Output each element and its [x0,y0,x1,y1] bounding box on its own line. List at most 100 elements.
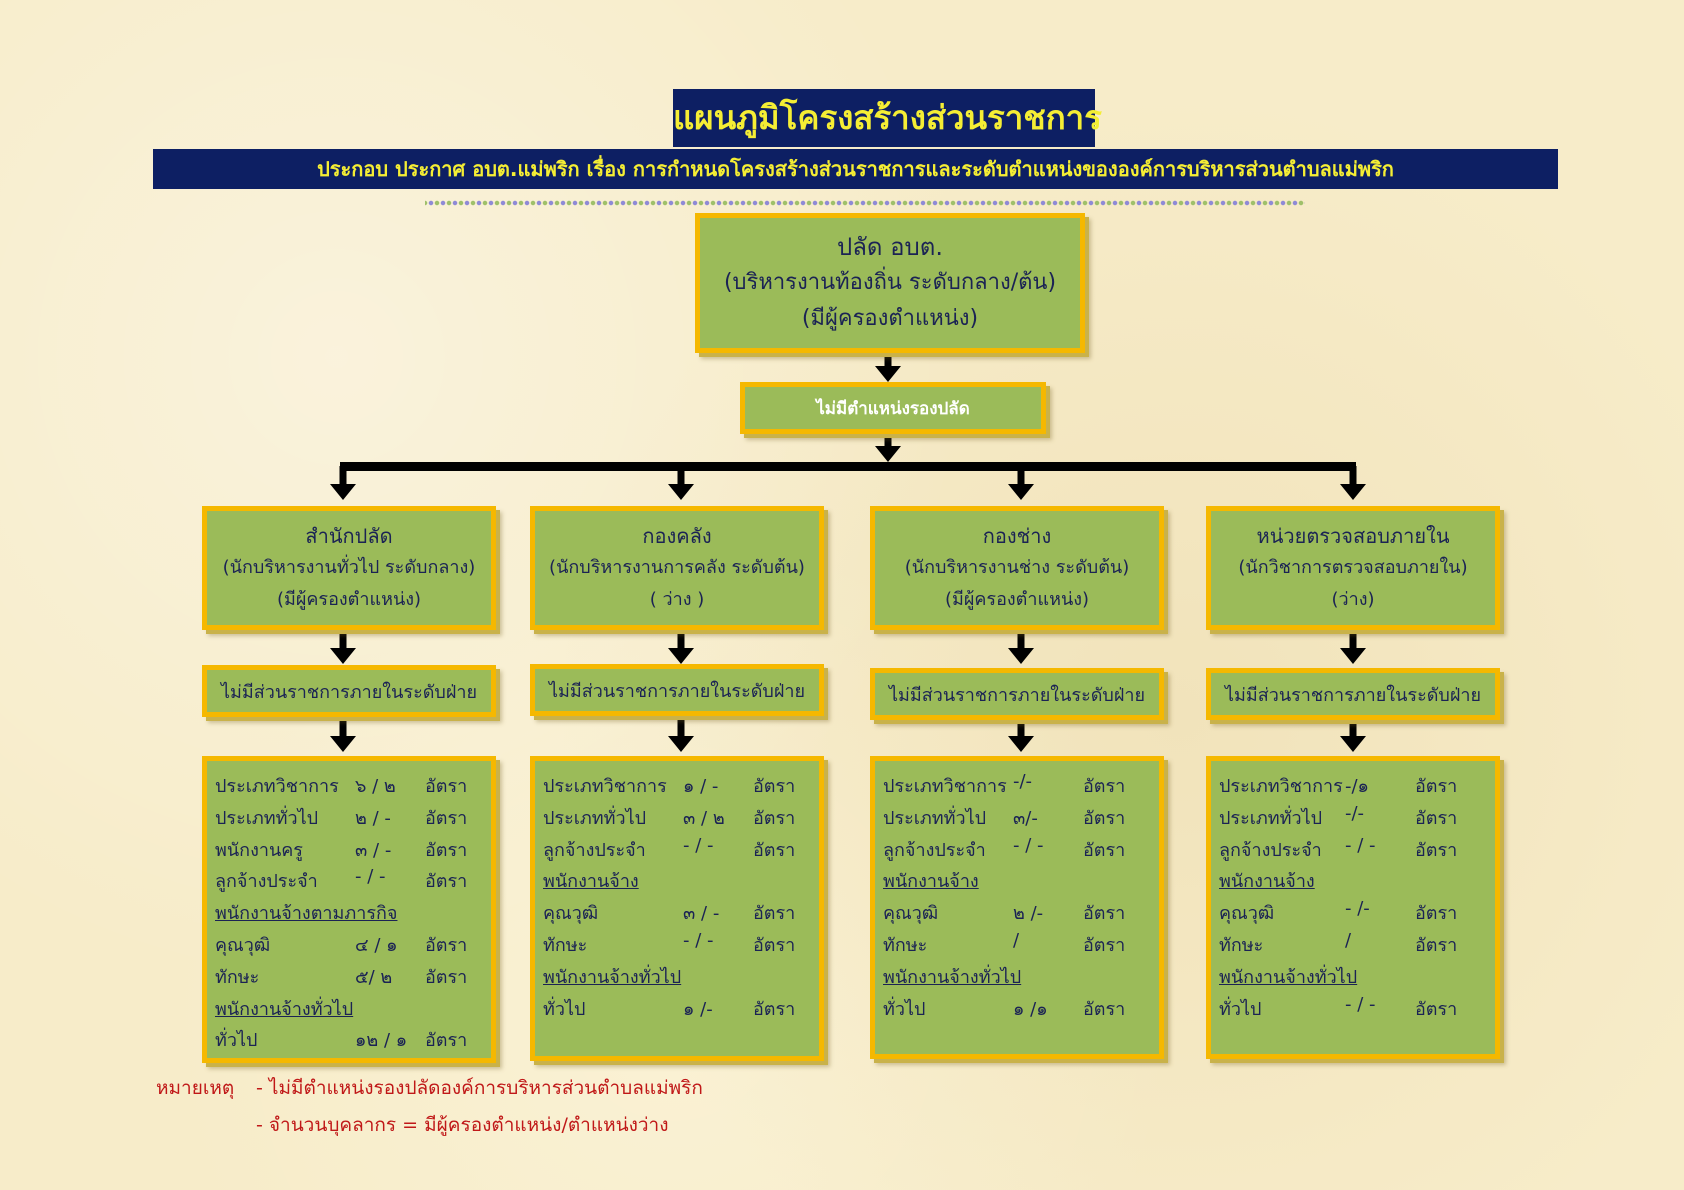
staff-label: ลูกจ้างประจำ [883,839,986,861]
staff-value: ๓/- [1013,807,1038,829]
staff-heading-label: พนักงานจ้างทั่วไป [543,966,682,988]
staff-label: ทั่วไป [1219,998,1262,1020]
staff-unit: อัตรา [1083,776,1126,797]
arrow-dept-to-subunit-head [1008,648,1034,664]
staff-unit: อัตรา [1083,839,1126,861]
arrow-branch-to-dept-head [668,484,694,500]
staff-row: ลูกจ้างประจำ- / -อัตรา [215,866,491,898]
arrow-subunit-to-staff-head [1008,736,1034,752]
staff-value: - / - [355,866,386,888]
department-status: (มีผู้ครองตำแหน่ง) [944,589,1090,610]
staff-value: ๑ /๑ [1013,998,1048,1020]
staff-label: ประเภทวิชาการ [883,776,1007,797]
staff-heading-label: พนักงานจ้าง [1219,871,1315,893]
staff-value: ๑๒ / ๑ [355,1030,408,1052]
staff-heading-label: พนักงานจ้างทั่วไป [883,966,1022,988]
staff-label: ประเภททั่วไป [1219,807,1323,829]
department-status: (ว่าง) [1331,589,1375,610]
department-position: (นักบริหารงานทั่วไป ระดับกลาง) [222,557,476,578]
arrow-subunit-to-staff-head [668,736,694,752]
staff-value: -/- [1013,771,1033,792]
staff-heading-label: พนักงานจ้างตามภารกิจ [215,903,398,925]
staff-unit: อัตรา [425,1030,468,1052]
staff-heading: พนักงานจ้างทั่วไป [1219,962,1495,994]
staff-value: ๕/ ๒ [355,966,393,988]
staff-row: ประเภททั่วไป๓ / ๒อัตรา [543,803,819,835]
staff-row: คุณวุฒิ๔ / ๑อัตรา [215,930,491,962]
staff-row: ประเภททั่วไป๓/-อัตรา [883,803,1159,835]
arrow-branch-to-dept-head [1340,484,1366,500]
staff-row: ลูกจ้างประจำ- / -อัตรา [1219,835,1495,867]
staff-label: พนักงานครู [215,839,303,861]
staff-unit: อัตรา [1415,903,1458,925]
staff-row: ทั่วไป๑ /๑อัตรา [883,994,1159,1026]
staff-row: ทักษะ - / - อัตรา [543,930,819,962]
staff-value: - / - [1345,993,1376,1015]
staff-heading: พนักงานจ้างทั่วไป [215,994,491,1026]
staff-row: พนักงานครู ๓ / - อัตรา [215,835,491,867]
staff-unit: อัตรา [1415,934,1458,956]
department-box: กองคลัง(นักบริหารงานการคลัง ระดับต้น)( ว… [530,506,824,630]
sub-unit-label: ไม่มีส่วนราชการภายในระดับฝ่าย [888,684,1146,706]
staff-value: - / - [683,834,714,856]
department-box: สำนักปลัด(นักบริหารงานทั่วไป ระดับกลาง)(… [202,506,496,630]
staff-value: -/๑ [1345,776,1369,797]
staff-unit: อัตรา [425,839,468,861]
staff-unit: อัตรา [425,934,468,956]
staff-label: คุณวุฒิ [883,903,939,925]
staff-label: คุณวุฒิ [543,903,599,925]
staff-value: - / - [1013,834,1044,856]
staff-heading-label: พนักงานจ้างทั่วไป [215,998,354,1020]
arrow-dept-to-subunit-head [330,648,356,664]
staff-row: คุณวุฒิ๓ / -อัตรา [543,898,819,930]
decorative-divider [425,199,1305,207]
staff-row: ทักษะ/อัตรา [883,930,1159,962]
note-line-1: - ไม่มีตำแหน่งรองปลัดองค์การบริหารส่วนตำ… [256,1077,703,1099]
arrow-subunit-to-staff-head [330,736,356,752]
staff-heading-label: พนักงานจ้าง [883,871,979,893]
staff-heading: พนักงานจ้าง [1219,866,1495,898]
staff-value: ๓ / - [355,839,392,861]
staff-label: ทั่วไป [543,998,586,1020]
staff-row: ประเภทวิชาการ๖ / ๒อัตรา [215,771,491,803]
staff-value: - / - [683,929,714,951]
staff-value: ๒ / - [355,807,391,829]
staff-box: ประเภทวิชาการ๑ / -อัตราประเภททั่วไป๓ / ๒… [530,756,824,1061]
staff-unit: อัตรา [753,934,796,956]
staff-unit: อัตรา [425,966,468,988]
staff-unit: อัตรา [1083,903,1126,925]
staff-value: / [1345,929,1352,951]
staff-heading: พนักงานจ้างทั่วไป [543,962,819,994]
staff-row: คุณวุฒิ ๒ /- อัตรา [883,898,1159,930]
page-subtitle: ประกอบ ประกาศ อบต.แม่พริก เรื่อง การกำหน… [153,149,1558,189]
staff-heading: พนักงานจ้างทั่วไป [883,962,1159,994]
staff-label: ทั่วไป [215,1030,258,1052]
staff-unit: อัตรา [1083,998,1126,1020]
department-name: หน่วยตรวจสอบภายใน [1256,524,1450,548]
staff-heading: พนักงานจ้าง [883,866,1159,898]
staff-row: ลูกจ้างประจำ- / -อัตรา [543,835,819,867]
staff-unit: อัตรา [753,839,796,861]
staff-value: ๑ /- [683,998,713,1020]
sub-unit-box: ไม่มีส่วนราชการภายในระดับฝ่าย [202,665,496,717]
staff-row: ประเภททั่วไป๒ / -อัตรา [215,803,491,835]
staff-unit: อัตรา [1415,807,1458,829]
staff-row: ประเภททั่วไป-/-อัตรา [1219,803,1495,835]
staff-label: ประเภทวิชาการ [543,776,667,797]
staff-label: ทักษะ [543,934,588,956]
arrow-dept-to-subunit-head [1340,648,1366,664]
staff-row: ทั่วไป ๑๒ / ๑ อัตรา [215,1025,491,1057]
department-position: (นักวิชาการตรวจสอบภายใน) [1238,557,1468,578]
staff-label: ประเภททั่วไป [215,807,319,829]
arrow-branch-to-dept-head [1008,484,1034,500]
department-name: กองคลัง [642,524,712,548]
staff-value: ๓ / - [683,903,720,925]
staff-box: ประเภทวิชาการ-/-อัตราประเภททั่วไป๓/-อัตร… [870,756,1164,1059]
staff-label: ประเภททั่วไป [883,807,987,829]
staff-row: ทักษะ/อัตรา [1219,930,1495,962]
department-box: หน่วยตรวจสอบภายใน (นักวิชาการตรวจสอบภายใน… [1206,506,1500,630]
sub-unit-label: ไม่มีส่วนราชการภายในระดับฝ่าย [1224,684,1482,706]
staff-unit: อัตรา [425,776,468,797]
staff-value: ๒ /- [1013,903,1044,925]
staff-row: คุณวุฒิ- /-อัตรา [1219,898,1495,930]
